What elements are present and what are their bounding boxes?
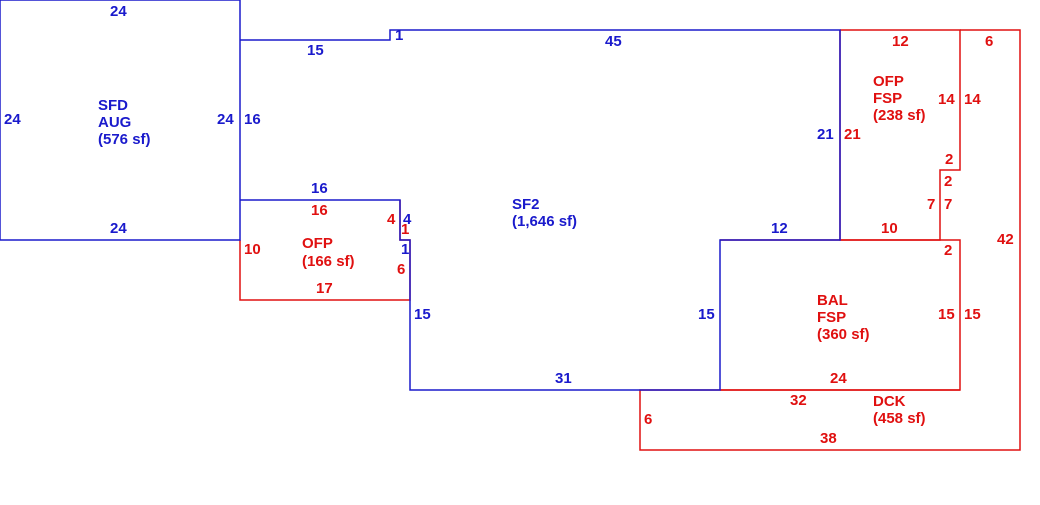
dim-label: 15 [698,306,715,323]
dim-label: 7 [944,196,952,213]
dim-label: 24 [830,370,847,387]
dim-label: 2 [945,151,953,168]
dim-label: 10 [881,220,898,237]
dim-label: 12 [892,33,909,50]
dim-label: 16 [244,111,261,128]
dim-label: 7 [927,196,935,213]
area-label-sfd-aug: SFD AUG (576 sf) [98,97,151,148]
dim-label: 4 [403,211,412,228]
area-label-bal-fsp: BAL FSP (360 sf) [817,292,870,343]
area-label-dck: DCK (458 sf) [873,393,926,427]
dim-label: 1 [401,221,409,238]
dim-label: 32 [790,392,807,409]
sfd-aug-outline [0,0,241,241]
dim-label: 6 [985,33,993,50]
dim-label: 42 [997,231,1014,248]
dim-label: 6 [644,411,652,428]
area-label-sf2: SF2 (1,646 sf) [512,196,577,230]
dim-label: 24 [217,111,234,128]
dim-label: 2 [944,173,952,190]
dim-label: 14 [938,91,955,108]
dim-label: 21 [844,126,861,143]
dim-label: 1 [401,241,409,258]
dim-label: 4 [387,211,396,228]
dim-label: 38 [820,430,837,447]
dim-label: 16 [311,202,328,219]
dim-label: 10 [244,241,261,258]
dim-label: 45 [605,33,622,50]
sf2-outline [240,29,841,391]
dim-label: 12 [771,220,788,237]
dim-label: 24 [110,3,127,20]
dim-label: 1 [395,27,403,44]
dim-label: 21 [817,126,834,143]
dim-label: 6 [397,261,405,278]
dim-label: 31 [555,370,572,387]
dim-label: 15 [964,306,981,323]
dim-label: 16 [311,180,328,197]
dim-label: 15 [414,306,431,323]
area-label-ofp-fsp: OFP FSP (238 sf) [873,73,926,124]
dim-label: 2 [944,242,952,259]
dim-label: 17 [316,280,333,297]
dim-label: 15 [307,42,324,59]
dim-label: 24 [110,220,127,237]
area-label-ofp-left: OFP (166 sf) [302,235,355,270]
dim-label: 15 [938,306,955,323]
dim-label: 14 [964,91,981,108]
dim-label: 24 [4,111,21,128]
